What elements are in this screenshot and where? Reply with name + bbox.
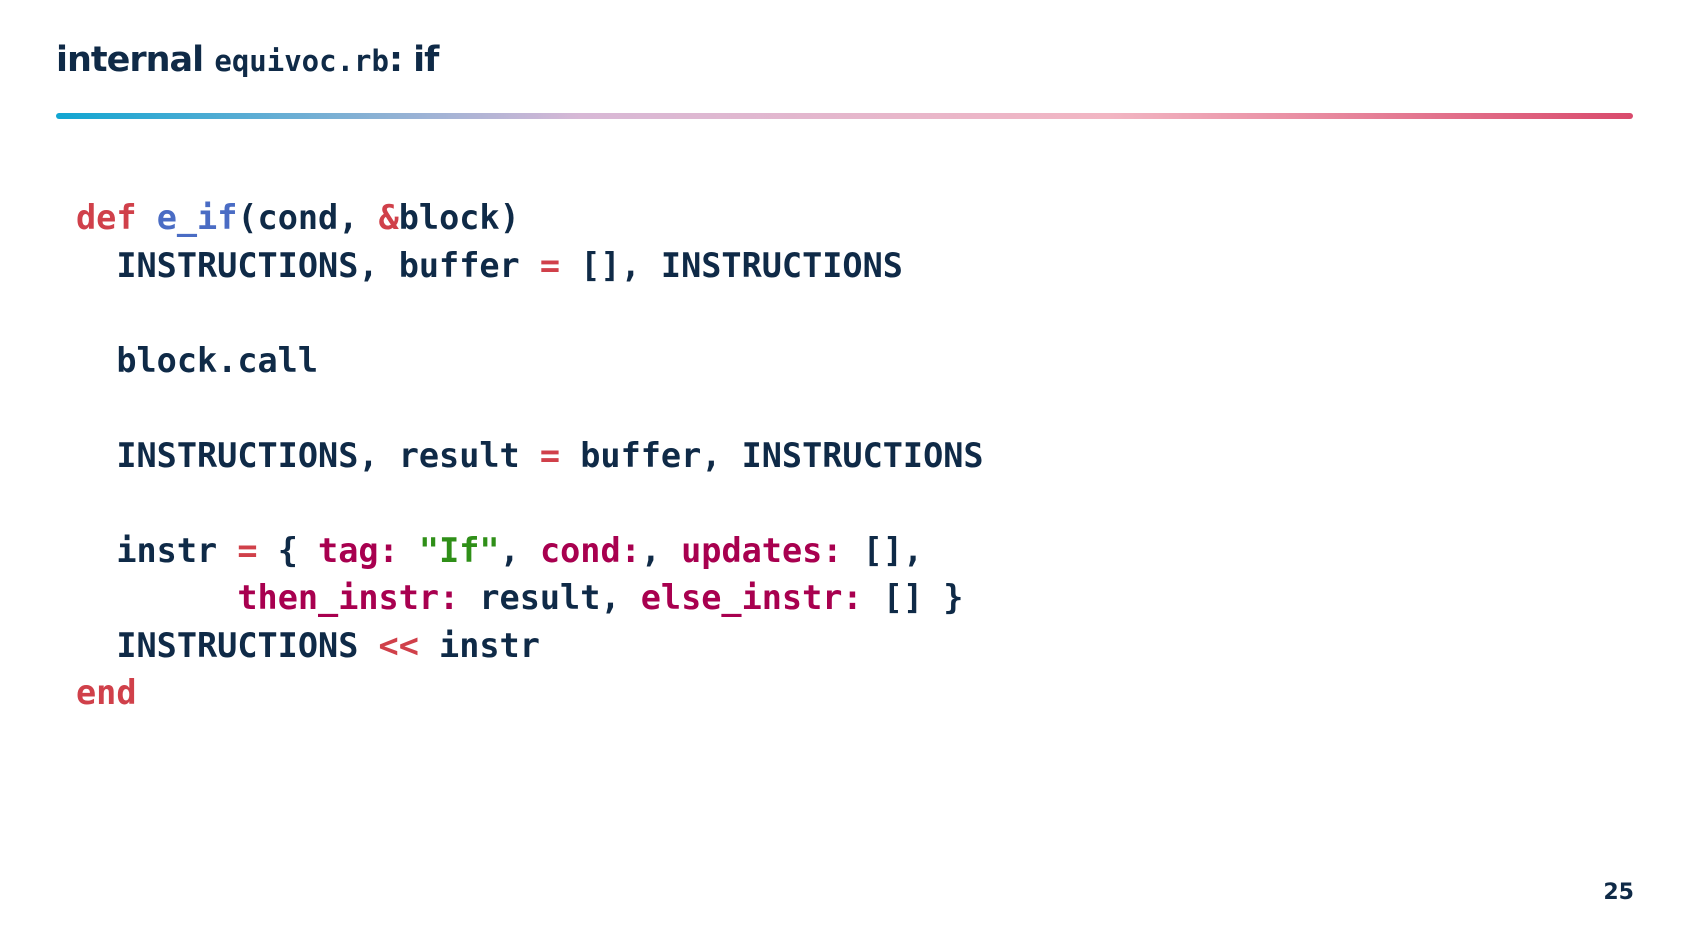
- code-line: [76, 289, 984, 337]
- title-suffix: : if: [388, 40, 439, 80]
- slide-title: internal equivoc.rb : if: [56, 40, 439, 92]
- code-block: def e_if(cond, &block) INSTRUCTIONS, buf…: [76, 194, 984, 717]
- code-line: then_instr: result, else_instr: [] }: [76, 574, 984, 622]
- code-token: buffer, INSTRUCTIONS: [560, 435, 984, 475]
- code-line: INSTRUCTIONS << instr: [76, 622, 984, 670]
- code-token: [137, 198, 157, 237]
- title-filename: equivoc.rb: [214, 44, 389, 78]
- code-line: end: [76, 669, 984, 717]
- code-token: INSTRUCTIONS, result: [76, 435, 540, 475]
- code-token: INSTRUCTIONS: [76, 625, 379, 665]
- code-token: ,: [640, 530, 682, 570]
- code-line: instr = { tag: "If", cond:, updates: [],: [76, 527, 984, 575]
- code-token-keyword: def: [76, 198, 137, 237]
- code-token: ,: [499, 530, 540, 570]
- code-token-keyword: =: [539, 435, 561, 475]
- code-token: {: [257, 530, 319, 570]
- page-number: 25: [1603, 880, 1634, 905]
- code-token: instr: [418, 625, 540, 665]
- code-token-symbol: updates:: [681, 530, 843, 570]
- code-token-keyword: <<: [378, 625, 419, 665]
- title-prefix: internal: [56, 40, 215, 80]
- code-token: [399, 531, 419, 570]
- code-token-symbol: cond:: [539, 530, 641, 570]
- code-line: INSTRUCTIONS, buffer = [], INSTRUCTIONS: [76, 242, 984, 290]
- code-token: instr: [76, 530, 238, 570]
- code-token: block): [398, 198, 520, 237]
- code-token: INSTRUCTIONS, buffer: [76, 245, 540, 285]
- code-token: [] }: [862, 578, 964, 617]
- code-token-symbol: then_instr:: [237, 578, 460, 617]
- code-token: [76, 578, 237, 617]
- code-line: [76, 479, 984, 527]
- code-token-keyword: =: [237, 530, 258, 570]
- code-token-function: e_if: [156, 198, 238, 237]
- code-token-string: "If": [418, 530, 500, 570]
- code-token: block.call: [76, 340, 319, 380]
- code-token-symbol: tag:: [318, 530, 399, 570]
- code-line: INSTRUCTIONS, result = buffer, INSTRUCTI…: [76, 432, 984, 480]
- title-divider: [56, 113, 1633, 119]
- code-token: [],: [842, 530, 924, 570]
- code-token-keyword: &: [378, 198, 399, 237]
- code-token: result,: [459, 578, 641, 617]
- code-token-keyword: end: [76, 673, 137, 712]
- code-token-symbol: else_instr:: [640, 578, 863, 617]
- code-token-keyword: =: [539, 245, 561, 285]
- code-line: [76, 384, 984, 432]
- code-line: def e_if(cond, &block): [76, 194, 984, 242]
- code-line: block.call: [76, 337, 984, 385]
- code-token: [], INSTRUCTIONS: [560, 245, 903, 285]
- code-token: (cond,: [237, 198, 379, 237]
